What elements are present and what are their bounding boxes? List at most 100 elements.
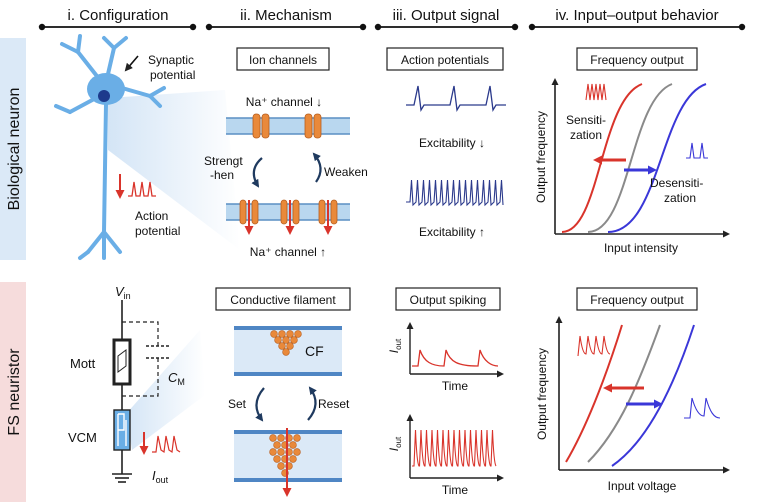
weaken-arrow bbox=[312, 152, 322, 183]
synaptic-arrow bbox=[124, 55, 139, 72]
cf-particle bbox=[269, 448, 277, 456]
spike-train-high bbox=[406, 179, 504, 207]
action-label-1: Action bbox=[135, 209, 168, 223]
header-output-signal: iii. Output signal bbox=[393, 7, 500, 24]
desensitized-spikes bbox=[686, 142, 708, 159]
cf-particle bbox=[278, 342, 286, 350]
cf-particle bbox=[286, 342, 294, 350]
time-label-2: Time bbox=[442, 483, 469, 497]
box-output-spiking-label: Output spiking bbox=[410, 293, 487, 307]
reset-label: Reset bbox=[318, 397, 350, 411]
fs-xlabel: Input voltage bbox=[608, 479, 677, 493]
cf-particle bbox=[277, 462, 285, 470]
cf-particle bbox=[293, 434, 301, 442]
synaptic-label-2: potential bbox=[150, 68, 195, 82]
action-label-2: potential bbox=[135, 224, 180, 238]
sensitized-spikes bbox=[585, 83, 607, 101]
box-frequency-output-fs bbox=[576, 287, 698, 311]
cf-particle bbox=[278, 330, 286, 338]
vcm-label: VCM bbox=[68, 430, 97, 445]
neuron-illustration bbox=[54, 34, 240, 260]
membrane-top bbox=[226, 113, 350, 139]
mott-label: Mott bbox=[70, 356, 96, 371]
bio-curves bbox=[561, 83, 707, 233]
fs-sensitized-spikes bbox=[577, 335, 611, 357]
spiking-plot-low bbox=[406, 322, 504, 378]
cf-particle bbox=[293, 448, 301, 456]
row-band-fs bbox=[0, 282, 26, 502]
na-channel-increase: Na⁺ channel ↑ bbox=[250, 245, 326, 259]
na-channel-decrease: Na⁺ channel ↓ bbox=[246, 95, 322, 109]
iout-axis-label-1: Iout bbox=[387, 338, 403, 353]
cf-particle bbox=[269, 434, 277, 442]
row-label-bio: Biological neuron bbox=[6, 88, 23, 211]
header-mechanism: ii. Mechanism bbox=[240, 7, 332, 24]
cf-particle bbox=[290, 336, 298, 344]
cf-particle bbox=[273, 455, 281, 463]
cf-device-top bbox=[234, 326, 342, 376]
desensitization-label-1: Desensiti- bbox=[650, 176, 703, 190]
cf-particle bbox=[289, 455, 297, 463]
header-configuration: i. Configuration bbox=[68, 7, 169, 24]
membrane-bottom bbox=[226, 199, 350, 235]
strengthen-arrow bbox=[251, 157, 263, 188]
cf-particle bbox=[277, 448, 285, 456]
circuit-diagram bbox=[112, 300, 205, 483]
box-action-potentials bbox=[386, 47, 504, 71]
set-arrow bbox=[255, 387, 265, 422]
cf-particle bbox=[273, 441, 281, 449]
action-potential-mini bbox=[115, 174, 156, 199]
cf-particle bbox=[282, 336, 290, 344]
box-frequency-output-bio-label: Frequency output bbox=[590, 53, 684, 67]
weaken-label: Weaken bbox=[324, 165, 368, 179]
column-headers: i. Configuration ii. Mechanism iii. Outp… bbox=[38, 7, 746, 31]
iout-axis-label-2: Iout bbox=[387, 436, 403, 451]
excitability-decrease: Excitability ↓ bbox=[419, 136, 485, 150]
cf-particle bbox=[282, 348, 290, 356]
cf-particle bbox=[286, 330, 294, 338]
reset-arrow bbox=[307, 386, 317, 421]
bio-xlabel: Input intensity bbox=[604, 241, 678, 255]
cm-label: CM bbox=[168, 370, 185, 387]
box-output-spiking bbox=[395, 287, 501, 311]
iout-label: Iout bbox=[152, 468, 169, 485]
sensitization-label-1: Sensiti- bbox=[566, 113, 606, 127]
box-conductive-filament-label: Conductive filament bbox=[230, 293, 336, 307]
fs-ylabel: Output frequency bbox=[535, 348, 549, 440]
row-label-fs: FS neuristor bbox=[6, 348, 23, 436]
fs-axes bbox=[555, 316, 730, 474]
box-frequency-output-fs-label: Frequency output bbox=[590, 293, 684, 307]
bio-ylabel: Output frequency bbox=[534, 111, 548, 203]
nucleus bbox=[98, 90, 110, 102]
cf-particle bbox=[294, 330, 302, 338]
time-label-1: Time bbox=[442, 379, 469, 393]
synaptic-label-1: Synaptic bbox=[148, 53, 194, 67]
sensitization-label-2: zation bbox=[570, 128, 602, 142]
excitability-increase: Excitability ↑ bbox=[419, 225, 485, 239]
strengthen-label-2: -hen bbox=[210, 168, 234, 182]
strengthen-label-1: Strengt bbox=[204, 154, 243, 168]
desensitization-label-2: zation bbox=[664, 191, 696, 205]
cf-particle bbox=[277, 434, 285, 442]
cf-label: CF bbox=[305, 343, 324, 359]
header-input-output: iv. Input–output behavior bbox=[555, 7, 718, 24]
bio-axes bbox=[551, 78, 730, 238]
cf-particle bbox=[270, 330, 278, 338]
box-ion-channels bbox=[236, 47, 330, 71]
set-label: Set bbox=[228, 397, 247, 411]
box-conductive-filament bbox=[215, 287, 351, 311]
mott-device bbox=[112, 338, 132, 386]
cf-particle bbox=[289, 441, 297, 449]
box-action-potentials-label: Action potentials bbox=[401, 53, 489, 67]
box-ion-channels-label: Ion channels bbox=[249, 53, 317, 67]
cf-particle bbox=[274, 336, 282, 344]
spike-train-low bbox=[406, 85, 506, 112]
row-labels: Biological neuron FS neuristor bbox=[0, 38, 26, 502]
fs-curves bbox=[565, 324, 695, 467]
cf-device-bottom bbox=[234, 428, 342, 497]
row-band-bio bbox=[0, 38, 26, 260]
vin-label: Vin bbox=[115, 284, 131, 301]
spiking-plot-high bbox=[406, 414, 504, 482]
fs-desensitized-spikes bbox=[684, 397, 721, 419]
